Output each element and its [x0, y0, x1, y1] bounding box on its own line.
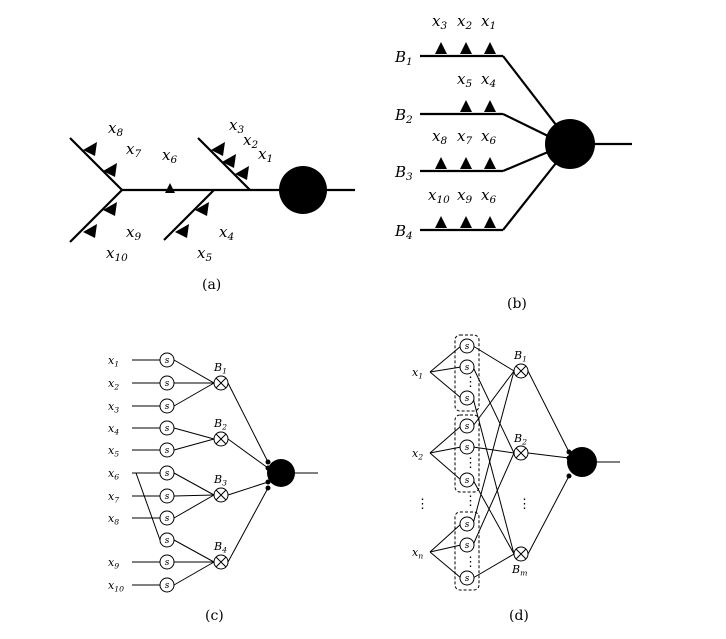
caption-b: (b) — [507, 296, 527, 312]
svg-text:s: s — [465, 342, 470, 352]
label-c-x8: x8 — [108, 512, 119, 526]
label-d-Bm: Bm — [511, 563, 527, 577]
label-b-x10: x10 — [428, 186, 450, 206]
panel-d-terminals — [566, 449, 572, 479]
label-x4: x4 — [219, 223, 234, 243]
label-c-x4: x4 — [108, 422, 119, 436]
label-b-x6b: x6 — [481, 186, 496, 206]
svg-text:s: s — [165, 402, 170, 412]
label-c-B3: B3 — [213, 473, 227, 487]
svg-text:s: s — [165, 424, 170, 434]
label-c-x10: x10 — [108, 579, 124, 593]
label-c-x9: x9 — [108, 556, 119, 570]
panel-c-multipliers — [213, 375, 229, 570]
label-c-B4: B4 — [213, 540, 227, 554]
panel-c-sigmoid-symbols: s s s s s s s s s s s — [165, 356, 170, 591]
panel-d-edges — [429, 345, 620, 579]
svg-text:s: s — [465, 443, 470, 453]
caption-a: (a) — [202, 277, 221, 293]
label-x1: x1 — [258, 145, 273, 165]
label-c-x2: x2 — [108, 377, 119, 391]
svg-text:s: s — [465, 541, 470, 551]
label-B2: B2 — [394, 106, 413, 126]
svg-text:s: s — [465, 394, 470, 404]
svg-text:s: s — [165, 379, 170, 389]
svg-text:s: s — [465, 520, 470, 530]
label-c-x5: x5 — [108, 444, 119, 458]
ellipsis-d-branches: ⋮ — [518, 497, 531, 512]
label-b-x5: x5 — [457, 70, 472, 90]
svg-text:s: s — [465, 574, 470, 584]
labels-d: x1 x2 xn ⋮ ⋮ ⋮ ⋮ ⋮ ⋮ B1 B2 Bm (d) — [412, 349, 531, 624]
synapses-b — [435, 42, 496, 228]
panel-c-edges — [132, 359, 318, 586]
ellipsis-d-g3: ⋮ — [464, 555, 477, 570]
ellipsis-d-g2: ⋮ — [464, 456, 477, 471]
label-d-x1: x1 — [412, 366, 423, 380]
label-b-x4: x4 — [481, 70, 496, 90]
panel-d-multipliers — [513, 363, 529, 562]
labels-c: x1 x2 x3 x4 x5 x6 x7 x8 x9 x10 B1 B2 B3 … — [108, 354, 227, 624]
svg-text:s: s — [165, 446, 170, 456]
labels-a: x8 x7 x6 x3 x2 x1 x9 x10 x4 x5 (a) — [106, 116, 273, 293]
label-x8: x8 — [108, 119, 123, 139]
label-b-x3: x3 — [432, 12, 447, 32]
label-b-x9: x9 — [457, 186, 472, 206]
label-c-B1: B1 — [213, 361, 227, 375]
panel-c-sigmoids — [159, 352, 175, 593]
label-x3: x3 — [229, 116, 244, 136]
synapses-a — [83, 142, 249, 238]
label-b-x7: x7 — [457, 127, 472, 147]
label-d-x2: x2 — [412, 447, 423, 461]
label-x5: x5 — [197, 244, 212, 264]
svg-text:s: s — [165, 492, 170, 502]
label-B1: B1 — [394, 48, 413, 68]
label-d-B2: B2 — [513, 432, 527, 446]
svg-text:s: s — [165, 514, 170, 524]
svg-text:s: s — [165, 356, 170, 366]
ellipsis-d-between: ⋮ — [464, 494, 477, 509]
panel-d-sigmoid-symbols: s s s s s s s s s — [465, 342, 470, 584]
panel-c-terminals — [265, 459, 271, 491]
svg-text:s: s — [165, 536, 170, 546]
soma-a — [279, 166, 327, 214]
svg-text:s: s — [465, 476, 470, 486]
panel-d-sigmoids — [459, 338, 475, 586]
svg-text:s: s — [165, 581, 170, 591]
label-x10: x10 — [106, 244, 128, 264]
soma-c — [267, 459, 295, 487]
label-c-x3: x3 — [108, 400, 119, 414]
label-b-x6: x6 — [481, 127, 496, 147]
svg-text:s: s — [465, 363, 470, 373]
caption-d: (d) — [509, 608, 529, 624]
label-b-x2: x2 — [457, 12, 472, 32]
panel-d-groups — [454, 334, 480, 591]
labels-b: B1 B2 B3 B4 x3 x2 x1 x5 x4 x8 x7 x6 x10 … — [394, 12, 527, 312]
label-x7: x7 — [126, 140, 141, 160]
label-c-x7: x7 — [108, 490, 119, 504]
label-c-B2: B2 — [213, 417, 227, 431]
soma-b — [545, 119, 595, 169]
svg-text:s: s — [165, 469, 170, 479]
label-B4: B4 — [394, 222, 413, 242]
caption-c: (c) — [205, 608, 224, 624]
label-x9: x9 — [126, 223, 141, 243]
soma-d — [567, 447, 597, 477]
label-c-x1: x1 — [108, 354, 119, 368]
label-d-xn: xn — [412, 546, 423, 560]
label-b-x8: x8 — [432, 127, 447, 147]
panel-b — [420, 54, 632, 232]
label-d-B1: B1 — [513, 349, 527, 363]
ellipsis-d-inputs: ⋮ — [416, 497, 429, 512]
svg-text:s: s — [465, 422, 470, 432]
label-x2: x2 — [243, 131, 258, 151]
label-B3: B3 — [394, 163, 413, 183]
svg-text:s: s — [165, 558, 170, 568]
label-x6: x6 — [162, 146, 177, 166]
label-c-x6: x6 — [108, 467, 119, 481]
ellipsis-d-g1: ⋮ — [464, 375, 477, 390]
label-b-x1: x1 — [481, 12, 496, 32]
